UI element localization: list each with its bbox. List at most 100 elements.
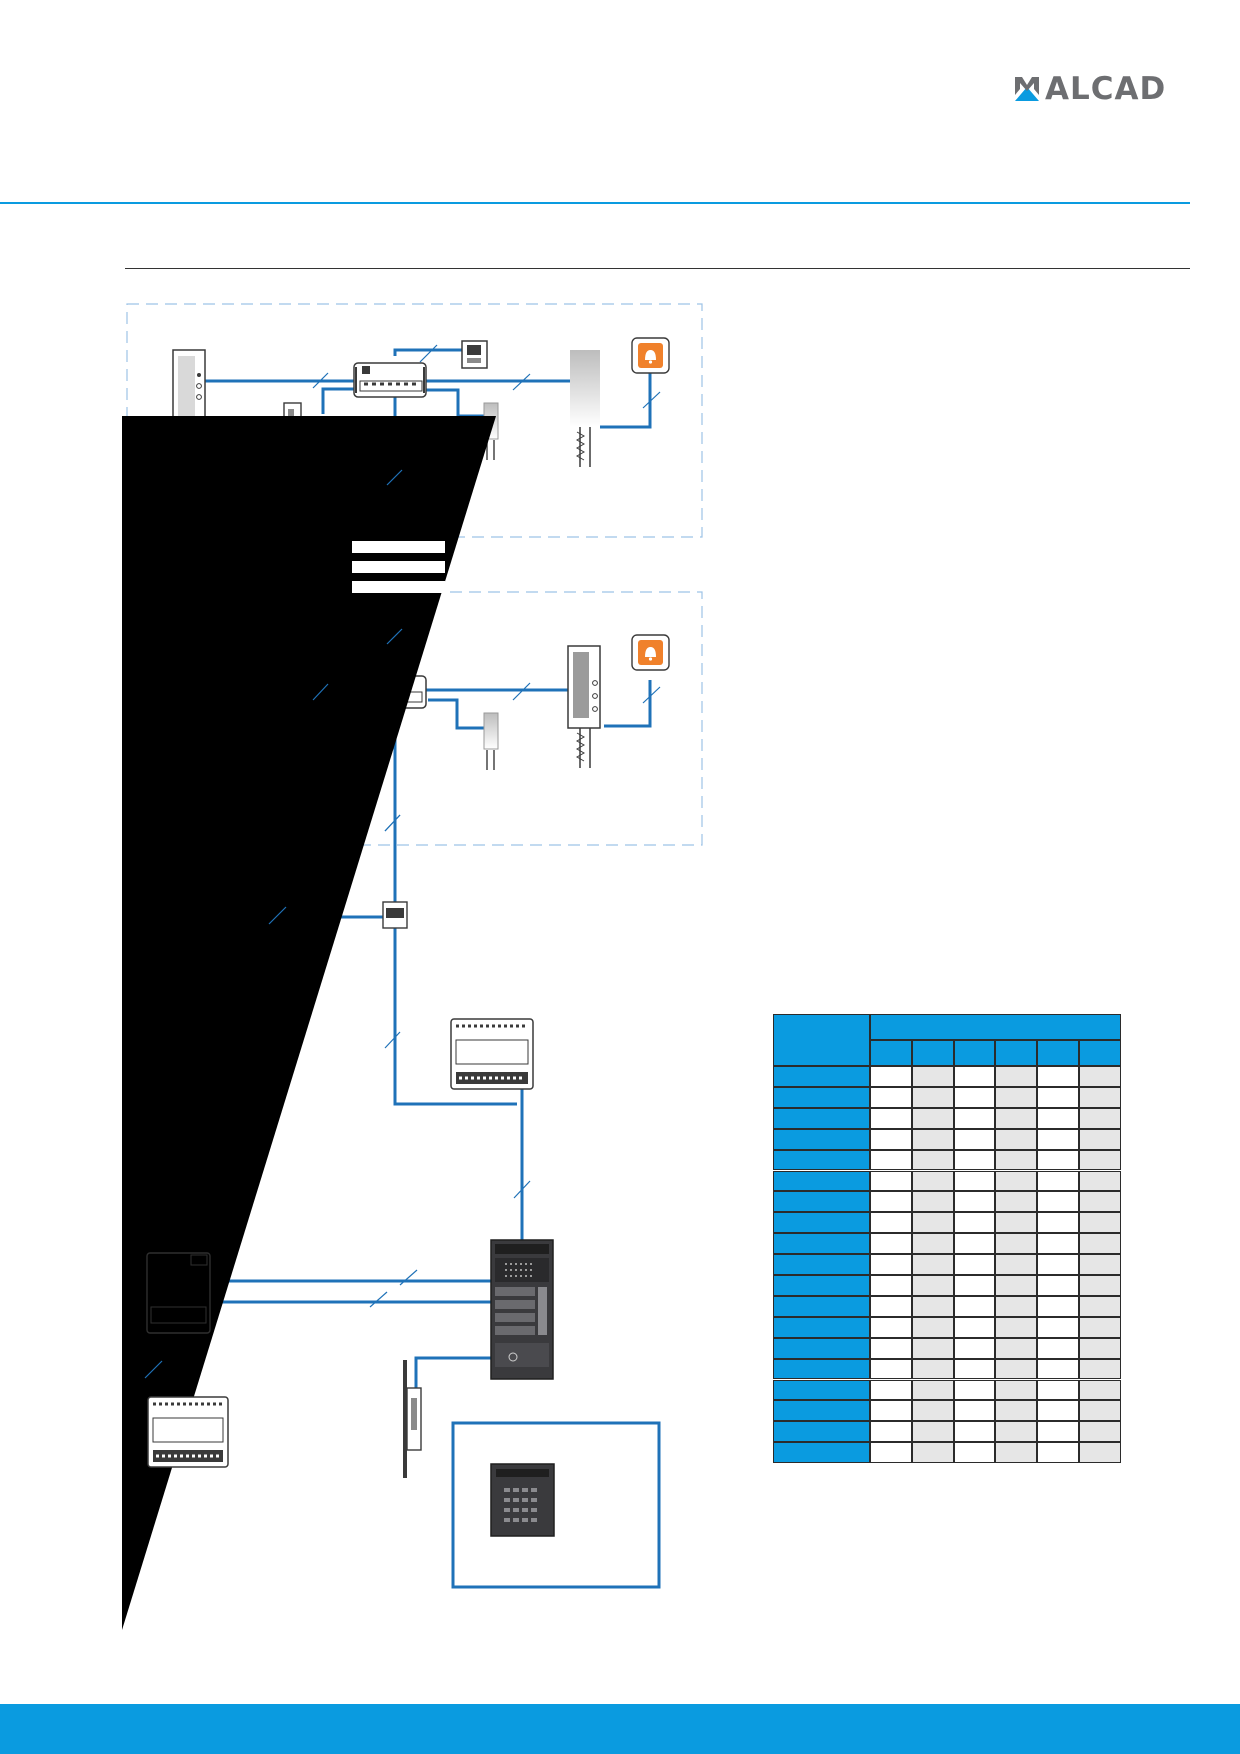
table-cell (1037, 1295, 1079, 1317)
table-cell (995, 1170, 1038, 1192)
table-cell (911, 1400, 954, 1422)
table-cell (870, 1316, 912, 1338)
floor-distributor-icon (382, 901, 408, 929)
table-cell (1037, 1337, 1079, 1359)
table-cell (911, 1442, 954, 1464)
door-terminal-icon (461, 340, 488, 369)
table-cell (911, 1295, 954, 1317)
table-cell (870, 1233, 912, 1255)
table-cell (1079, 1233, 1121, 1255)
dwelling-zone-top (126, 303, 703, 538)
table-row-header (773, 1233, 870, 1255)
table-cell (870, 1128, 912, 1150)
keypad-module-box (451, 1421, 661, 1589)
table-row-header (773, 1379, 870, 1401)
table-cell (995, 1316, 1038, 1338)
table-cell (1079, 1170, 1121, 1192)
table-cell (911, 1379, 954, 1401)
table-cell (995, 1149, 1038, 1171)
table-cell (995, 1379, 1038, 1401)
table-cell (911, 1275, 954, 1296)
table-cell (870, 1400, 912, 1422)
table-cell (1037, 1107, 1079, 1129)
table-row-header (773, 1128, 870, 1150)
table-cell (995, 1295, 1038, 1317)
table-cell (870, 1086, 912, 1108)
section-rule (125, 268, 1190, 269)
table-column-header (1079, 1040, 1121, 1066)
table-row-header (773, 1191, 870, 1213)
table-cell (1079, 1316, 1121, 1338)
table-cell (953, 1128, 996, 1150)
table-cell (1079, 1212, 1121, 1234)
table-cell (870, 1379, 912, 1401)
table-cell (953, 1233, 996, 1255)
table-column-header (995, 1040, 1038, 1066)
table-cell (953, 1191, 996, 1213)
table-cell (870, 1254, 912, 1275)
table-cell (870, 1066, 912, 1087)
table-cell (1037, 1233, 1079, 1255)
table-cell (995, 1128, 1038, 1150)
table-cell (995, 1086, 1038, 1108)
table-column-header (870, 1040, 912, 1066)
table-cell (995, 1107, 1038, 1129)
table-cell (1037, 1400, 1079, 1422)
table-cell (953, 1442, 996, 1464)
table-cell (870, 1442, 912, 1464)
table-cell (1037, 1379, 1079, 1401)
table-row-header (773, 1316, 870, 1338)
table-row-header (773, 1254, 870, 1275)
table-cell (1079, 1442, 1121, 1464)
table-cell (1079, 1149, 1121, 1171)
brand-wordmark: ALCAD (1045, 71, 1167, 107)
table-cell (1037, 1128, 1079, 1150)
table-cell (953, 1149, 996, 1171)
table-cell (953, 1254, 996, 1275)
table-cell (953, 1358, 996, 1380)
table-cell (870, 1212, 912, 1234)
table-cell (1079, 1066, 1121, 1087)
table-cell (911, 1107, 954, 1129)
table-row-header (773, 1337, 870, 1359)
table-cell (1079, 1358, 1121, 1380)
table-cell (870, 1107, 912, 1129)
table-cell (911, 1066, 954, 1087)
entrance-panel-icon (490, 1239, 554, 1380)
table-cell (953, 1295, 996, 1317)
table-cell (1037, 1086, 1079, 1108)
table-cell (911, 1191, 954, 1213)
table-cell (1079, 1275, 1121, 1296)
table-cell (1079, 1107, 1121, 1129)
table-row-header (773, 1212, 870, 1234)
table-row-header (773, 1400, 870, 1422)
table-cell (995, 1066, 1038, 1087)
table-cell (953, 1170, 996, 1192)
table-column-header (911, 1040, 954, 1066)
table-cell (1037, 1275, 1079, 1296)
table-cell (1079, 1421, 1121, 1443)
table-row-header (773, 1358, 870, 1380)
table-cell (870, 1358, 912, 1380)
table-cell (953, 1337, 996, 1359)
table-column-header (953, 1040, 996, 1066)
table-row-header (773, 1275, 870, 1296)
table-cell (1079, 1086, 1121, 1108)
table-cell (1037, 1254, 1079, 1275)
table-cell (1079, 1295, 1121, 1317)
table-cell (953, 1421, 996, 1443)
table-cell (1037, 1149, 1079, 1171)
table-header-corner (773, 1014, 870, 1066)
black-wedge (122, 416, 496, 1630)
table-cell (1079, 1128, 1121, 1150)
access-controller-icon (146, 1252, 211, 1334)
door-lock-icon (403, 1360, 422, 1478)
accent-rule (0, 202, 1190, 204)
table-cell (1079, 1379, 1121, 1401)
table-cell (995, 1191, 1038, 1213)
table-cell (995, 1400, 1038, 1422)
table-cell (1079, 1337, 1121, 1359)
stacked-bars (352, 541, 445, 593)
table-cell (1037, 1358, 1079, 1380)
table-cell (1037, 1170, 1079, 1192)
